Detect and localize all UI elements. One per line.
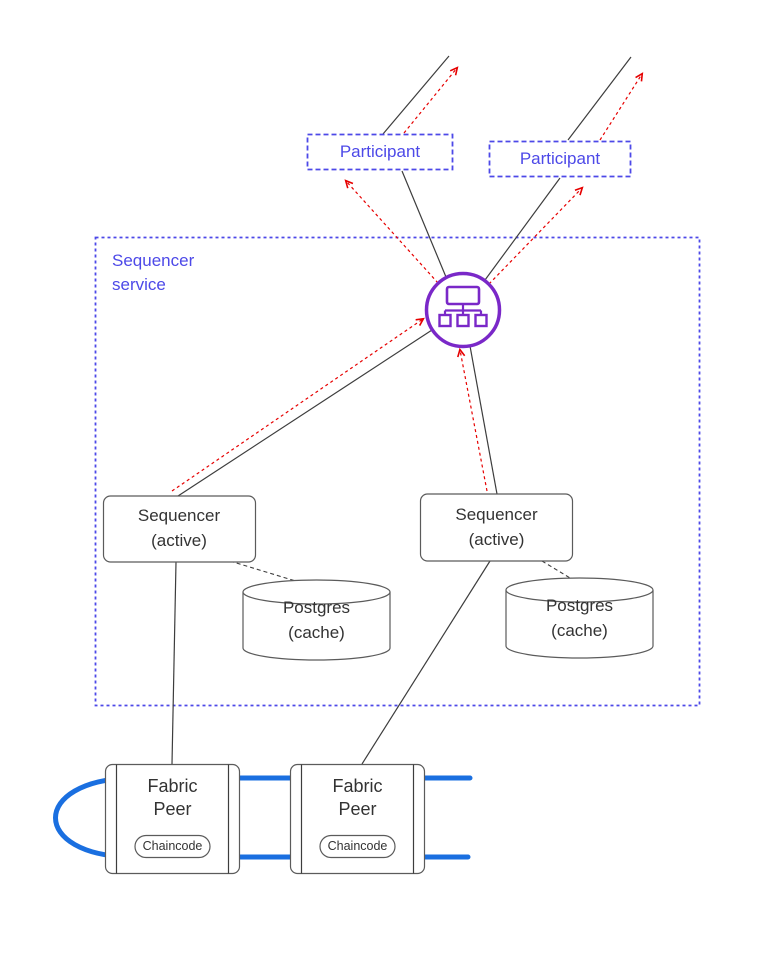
postgres-right-line1: Postgres: [545, 596, 614, 616]
red-flow-arrows: [171, 66, 644, 492]
peer-bars-right: [300, 764, 415, 874]
cache-edges: [229, 560, 576, 584]
fabric-peer-node-right: [289, 763, 426, 875]
arrow-sequencer-right-to-cluster: [457, 347, 488, 492]
fabric-peer-left-line1: Fabric: [147, 775, 198, 796]
postgres-label-right: Postgres (cache): [506, 588, 653, 650]
cylinder-lid-left: [242, 591, 391, 605]
fabric-peer-left-line2: Peer: [153, 799, 192, 819]
sequencer-service-label: Sequencer service: [112, 251, 195, 294]
edge-peer-left-to-sequencer-left: [171, 561, 177, 765]
cluster-leaf-node-1: [438, 313, 452, 328]
sequencer-left-line2: (active): [151, 531, 207, 550]
postgres-label-left: Postgres (cache): [243, 590, 390, 652]
edge-participant-right-up: [567, 56, 632, 141]
fabric-peer-node-left: [104, 763, 241, 875]
sequencer-label-left: Sequencer (active): [103, 496, 255, 562]
chaincode-badge-right: Chaincode: [327, 839, 388, 853]
solid-edges: [171, 55, 632, 765]
edge-sequencer-left-to-postgres-left: [229, 560, 303, 584]
arrow-sequencer-left-to-cluster: [171, 317, 425, 492]
sequencer-right-line2: (active): [468, 529, 525, 549]
postgres-right-line2: (cache): [551, 621, 608, 640]
edge-participant-left-up: [382, 55, 450, 135]
sequencer-node-left: [102, 495, 257, 563]
sequencer-label-right: Sequencer (active): [420, 494, 573, 561]
fabric-peer-right-line2: Peer: [338, 799, 377, 819]
edge-cluster-to-participant-right: [484, 177, 561, 281]
participant-label-left: Participant: [339, 141, 421, 161]
cluster-links: [443, 304, 483, 315]
sequencer-cluster-icon: [424, 271, 502, 349]
arrow-participant-left-up: [403, 66, 459, 134]
sequencer-node-right: [419, 493, 574, 562]
participant-label-right: Participant: [519, 148, 601, 168]
fabric-peer-right-line1: Fabric: [332, 775, 383, 796]
postgres-left-line1: Postgres: [282, 598, 351, 618]
postgres-cylinder-right: [505, 577, 654, 659]
sequencer-left-line1: Sequencer: [137, 506, 221, 526]
chaincode-badge-left: Chaincode: [142, 839, 203, 853]
fabric-peer-label-right: Fabric Peer: [290, 770, 425, 826]
edge-sequencer-left-to-cluster: [177, 329, 433, 497]
cluster-leaf-node-3: [474, 313, 488, 328]
postgres-cylinder-left: [242, 579, 391, 661]
peer-bars-left: [115, 764, 230, 874]
edge-cluster-to-participant-left: [401, 170, 447, 278]
participant-node-right: [488, 140, 632, 178]
arrow-cluster-to-participant-left: [344, 179, 439, 284]
arrow-cluster-to-participant-right: [488, 186, 584, 285]
participant-node-left: [306, 133, 454, 171]
cluster-root-node: [445, 285, 481, 306]
sequencer-right-line1: Sequencer: [455, 504, 538, 524]
edge-peer-right-to-sequencer-right: [361, 560, 491, 765]
postgres-left-line2: (cache): [288, 623, 345, 642]
edge-sequencer-right-to-cluster: [469, 345, 498, 495]
cylinder-lid-right: [505, 589, 654, 603]
chaincode-pill-right: [319, 834, 396, 859]
arrow-participant-right-up: [599, 72, 644, 141]
fabric-peer-label-left: Fabric Peer: [105, 770, 240, 826]
cluster-leaf-node-2: [456, 313, 470, 328]
chaincode-pill-left: [134, 834, 211, 859]
